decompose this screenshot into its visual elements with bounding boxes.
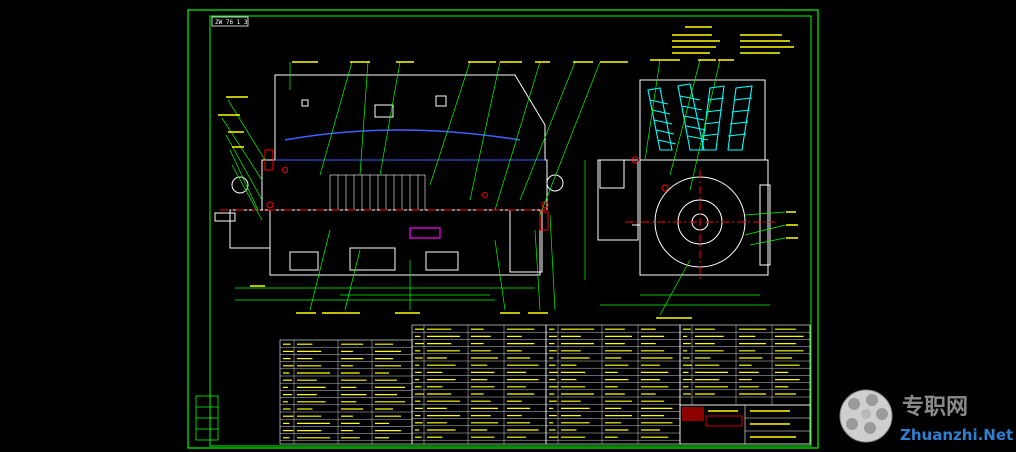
inner-frame (209, 15, 812, 447)
magenta-part (409, 227, 441, 239)
title-block (679, 404, 811, 445)
watermark: 专职网 Zhuanzhi.Net (839, 389, 1013, 444)
front-leader-label-marks (218, 61, 628, 314)
front-leader-lines (221, 61, 601, 311)
title-tag-text: ZW 76 1 3 (215, 19, 248, 26)
side-view-leader-lines (584, 59, 786, 316)
globe-logo-icon (839, 389, 893, 443)
parts-list-entries (283, 328, 804, 439)
stator-core-windings (329, 174, 426, 211)
watermark-site-text: Zhuanzhi.Net (900, 426, 1013, 444)
parts-list-rows (280, 325, 811, 444)
cover-arc (284, 129, 521, 141)
side-view-red-details (625, 156, 775, 280)
technical-requirements-notes (672, 26, 794, 54)
outer-frame (187, 9, 819, 449)
title-tag-box (211, 16, 249, 27)
watermark-cn-text: 专职网 (902, 394, 968, 420)
side-leader-label-marks (650, 59, 798, 319)
left-margin-cells (195, 395, 219, 441)
side-view-motor (597, 79, 771, 276)
side-view-fan-coils (647, 83, 753, 151)
